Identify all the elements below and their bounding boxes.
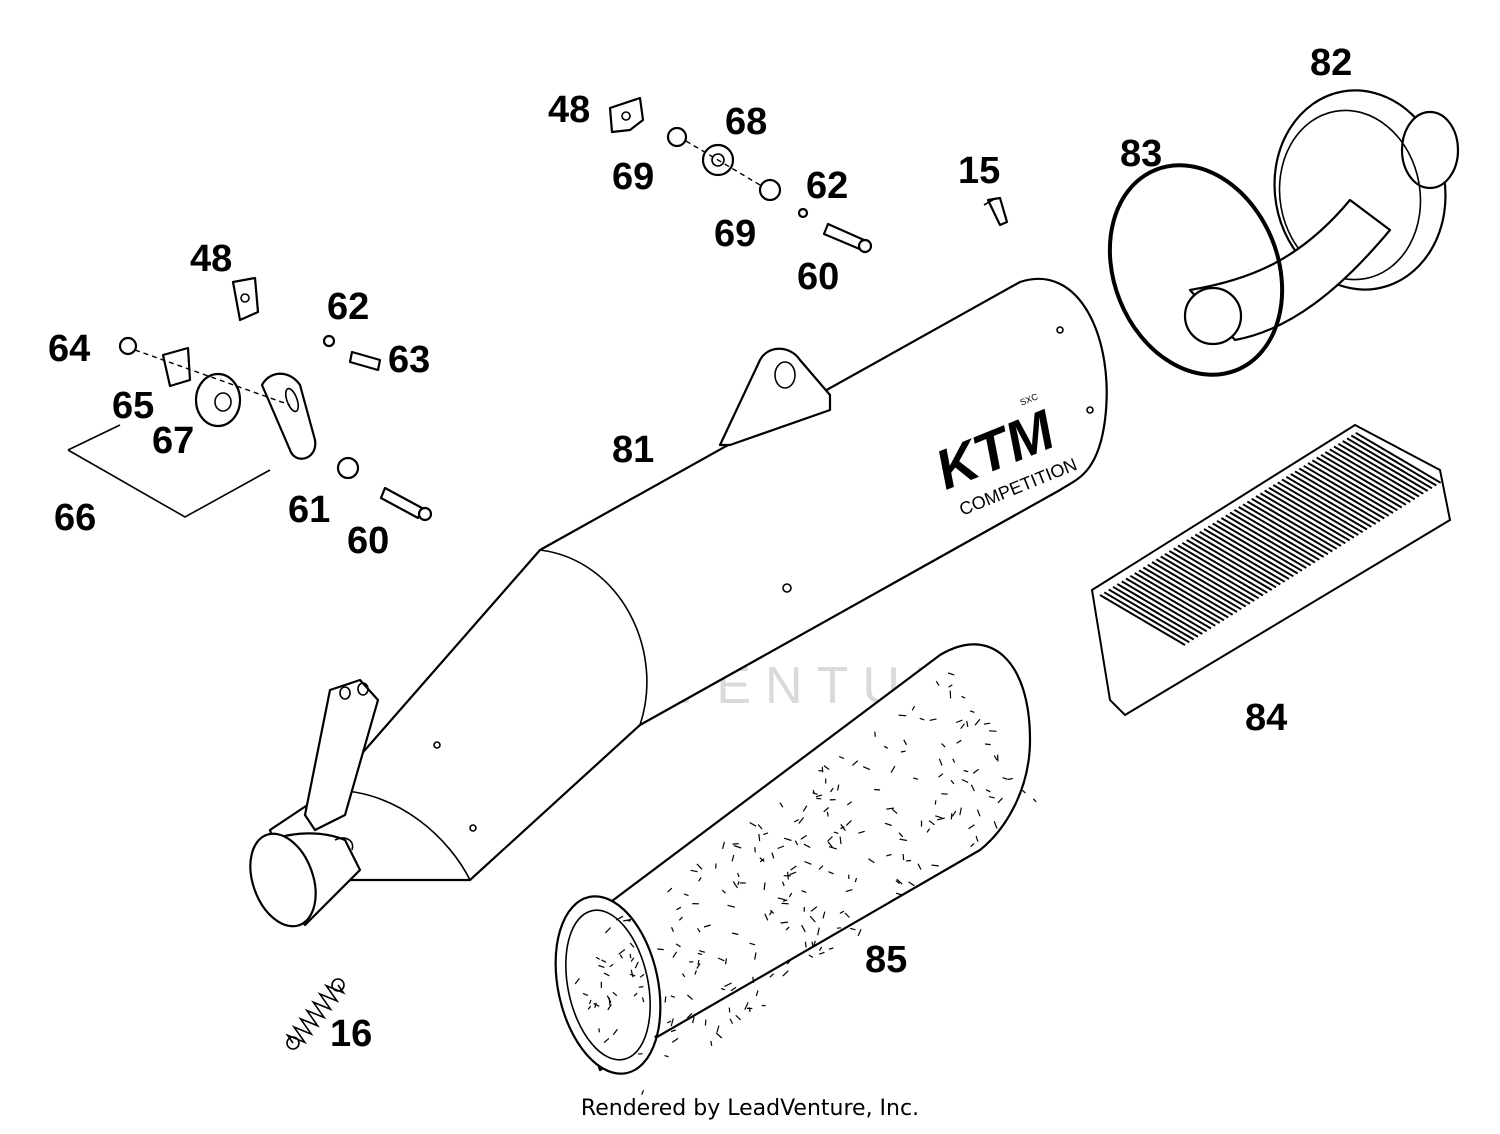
footer-credit: Rendered by LeadVenture, Inc. (580, 1096, 920, 1121)
label-85[interactable]: 85 (865, 939, 907, 981)
label-15[interactable]: 15 (958, 150, 1000, 192)
end-cap-part-82[interactable] (1183, 77, 1461, 346)
label-60a[interactable]: 60 (797, 256, 839, 298)
left-mount-hardware[interactable] (67, 276, 433, 522)
label-83[interactable]: 83 (1120, 133, 1162, 175)
packing-sleeve-part-85[interactable] (540, 643, 1037, 1095)
label-81[interactable]: 81 (612, 429, 654, 471)
label-63[interactable]: 63 (388, 339, 430, 381)
label-66[interactable]: 66 (54, 497, 96, 539)
spring-part-16[interactable] (285, 978, 346, 1050)
label-62a[interactable]: 62 (806, 165, 848, 207)
label-67[interactable]: 67 (152, 420, 194, 462)
label-69b[interactable]: 69 (714, 213, 756, 255)
fiber-texture (1099, 431, 1442, 646)
label-82[interactable]: 82 (1310, 42, 1352, 84)
label-64[interactable]: 64 (48, 328, 90, 370)
label-65[interactable]: 65 (112, 385, 154, 427)
label-84[interactable]: 84 (1245, 697, 1287, 739)
label-48a[interactable]: 48 (548, 89, 590, 131)
muffler-body-part-81[interactable]: KTM SXC COMPETITION (238, 277, 1108, 936)
upper-mount-hardware[interactable] (608, 96, 873, 254)
part-labels: 48 48 68 69 69 62 62 60 60 15 82 83 64 6… (48, 42, 1352, 1055)
rivet-part-15[interactable] (983, 196, 1009, 227)
o-ring-part-83[interactable] (1080, 139, 1313, 401)
label-60b[interactable]: 60 (347, 520, 389, 562)
label-16[interactable]: 16 (330, 1013, 372, 1055)
fiber-wrap-part-84[interactable] (1090, 423, 1452, 717)
label-69a[interactable]: 69 (612, 156, 654, 198)
packing-texture (574, 672, 1037, 1095)
label-48b[interactable]: 48 (190, 238, 232, 280)
label-61[interactable]: 61 (288, 489, 330, 531)
label-68[interactable]: 68 (725, 101, 767, 143)
label-62b[interactable]: 62 (327, 286, 369, 328)
